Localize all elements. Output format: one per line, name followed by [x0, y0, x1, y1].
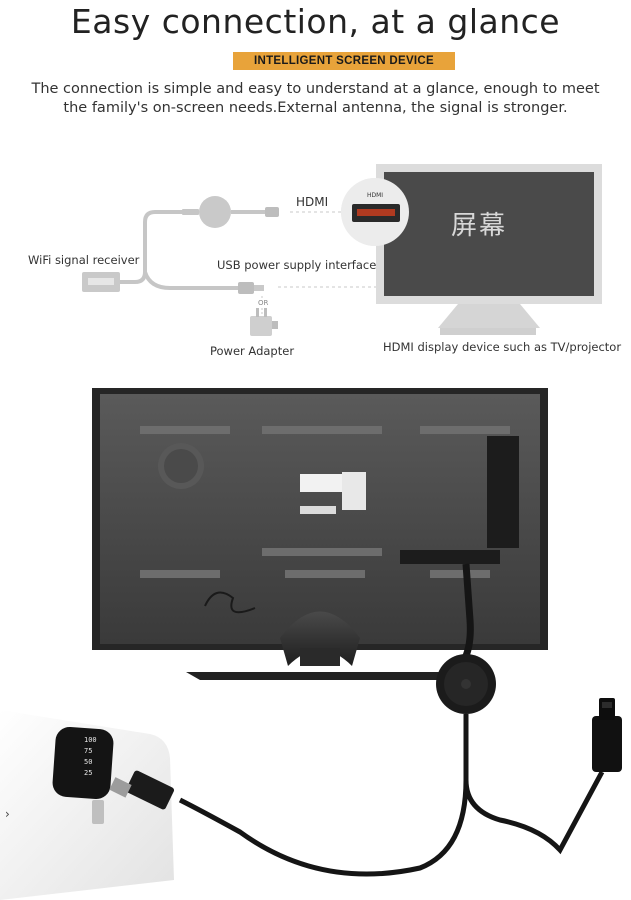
hdmi-port-label: HDMI — [367, 192, 384, 199]
screen-text: 屏幕 — [451, 211, 508, 241]
usb-plug-icon — [238, 282, 254, 294]
power-adapter-icon — [250, 316, 272, 336]
tv-setup-illustration: › — [0, 388, 622, 900]
battery-level-75: 75 — [84, 747, 93, 755]
wifi-receiver-label: WiFi signal receiver — [28, 253, 140, 267]
or-label: OR — [258, 299, 269, 307]
feature-badge: INTELLIGENT SCREEN DEVICE — [233, 52, 455, 70]
product-photo: › 100 75 50 25 — [0, 380, 631, 900]
power-adapter-label: Power Adapter — [210, 344, 295, 358]
battery-levels: 100 75 50 25 — [84, 735, 124, 779]
display-device-label: HDMI display device such as TV/projector — [383, 340, 622, 354]
battery-level-50: 50 — [84, 758, 93, 766]
usb-interface-label: USB power supply interface — [217, 258, 377, 272]
hdmi-plug-icon — [265, 207, 279, 217]
power-bank-icon — [0, 710, 174, 900]
description-text: The connection is simple and easy to und… — [31, 81, 600, 116]
battery-level-100: 100 — [84, 736, 97, 744]
svg-text:›: › — [5, 807, 10, 821]
usb-female-connector-icon — [592, 716, 622, 772]
connection-diagram: HDMI HDMI WiFi signal receiver USB power… — [0, 150, 631, 380]
diagram-graphic — [82, 164, 602, 336]
dongle-icon — [199, 196, 231, 228]
battery-level-25: 25 — [84, 769, 93, 777]
page-title: Easy connection, at a glance — [70, 2, 561, 41]
hdmi-label: HDMI — [296, 195, 329, 209]
